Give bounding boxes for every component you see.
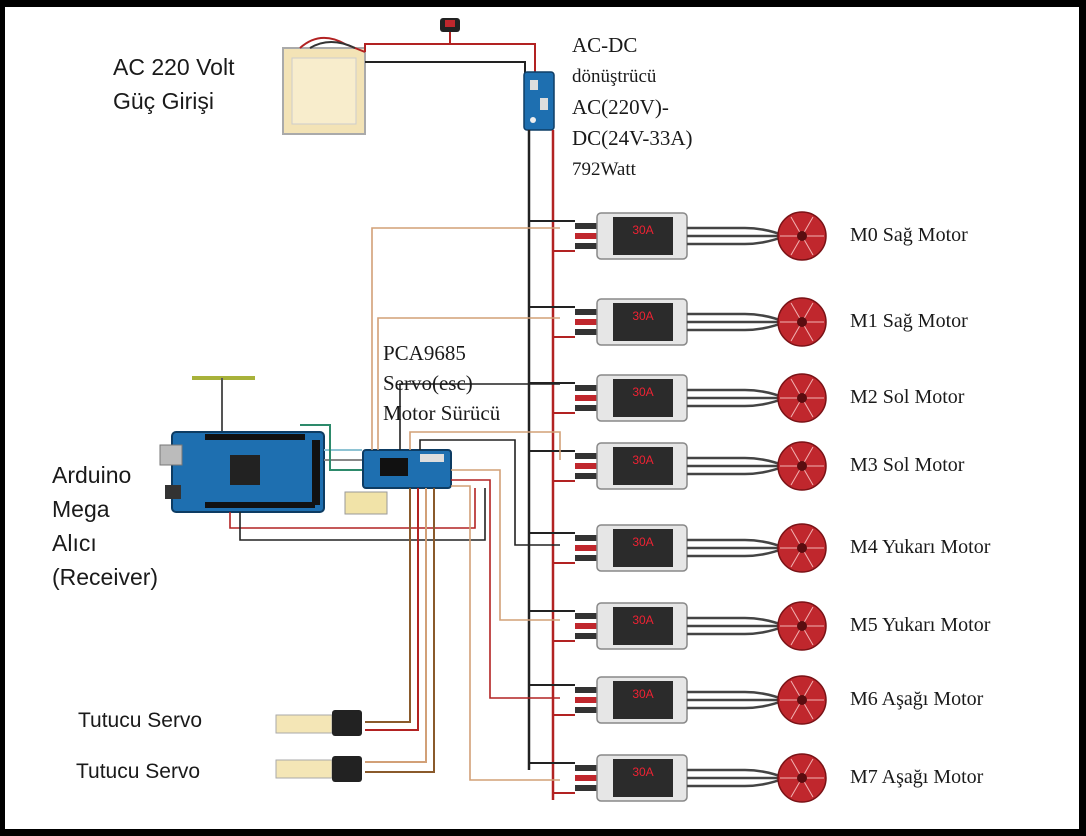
esc-label-panel-1 xyxy=(613,303,673,341)
controller-line-3: Alıcı xyxy=(52,530,97,556)
esc-motor-row-5: 30A xyxy=(529,601,827,651)
esc-motor-row-7: 30A xyxy=(529,753,827,803)
ac-dc-converter xyxy=(523,71,555,131)
servo-label-1: Tutucu Servo xyxy=(78,709,203,732)
power-input-label: AC 220 Volt Güç Girişi xyxy=(113,50,234,118)
esc-rating-4: 30A xyxy=(632,535,653,549)
motor-label-3: M3 Sol Motor xyxy=(850,454,965,476)
servo-1 xyxy=(275,710,362,736)
esc-motor-row-3: 30A xyxy=(529,441,827,491)
controller-line-2: Mega xyxy=(52,496,110,522)
esc-motor-row-6: 30A xyxy=(529,675,827,725)
esc-group: 30A 30A 30A 30A 30A 30A 30A 30A xyxy=(529,211,827,803)
converter-line-3: AC(220V)- xyxy=(572,95,669,119)
converter-line-1: AC-DC xyxy=(572,33,638,57)
controller-label: Arduino Mega Alıcı (Receiver) xyxy=(52,458,158,594)
esc-motor-row-0: 30A xyxy=(529,211,827,261)
esc-rating-6: 30A xyxy=(632,687,653,701)
esc-label-panel-4 xyxy=(613,529,673,567)
driver-line-1: PCA9685 xyxy=(383,341,466,365)
power-input-line-1: AC 220 Volt xyxy=(113,54,235,80)
motor-label-7: M7 Aşağı Motor xyxy=(850,766,984,788)
esc-rating-5: 30A xyxy=(632,613,653,627)
esc-rating-0: 30A xyxy=(632,223,653,237)
esc-label-panel-2 xyxy=(613,379,673,417)
converter-line-2: dönüştrücü xyxy=(572,66,657,87)
servo-2 xyxy=(275,756,362,782)
power-input-module xyxy=(282,37,366,135)
driver-label: PCA9685 Servo(esc) Motor Sürücü xyxy=(383,338,500,428)
esc-rating-2: 30A xyxy=(632,385,653,399)
esc-rating-1: 30A xyxy=(632,309,653,323)
motor-label-4: M4 Yukarı Motor xyxy=(850,536,991,558)
esc-rating-7: 30A xyxy=(632,765,653,779)
pca9685-board xyxy=(344,449,452,515)
servo-label-2: Tutucu Servo xyxy=(76,760,201,783)
esc-motor-row-4: 30A xyxy=(529,523,827,573)
esc-label-panel-3 xyxy=(613,447,673,485)
converter-label: AC-DC dönüştrücü AC(220V)- DC(24V-33A) 7… xyxy=(572,30,693,185)
esc-rating-3: 30A xyxy=(632,453,653,467)
controller-line-1: Arduino xyxy=(52,462,132,488)
controller-line-4: (Receiver) xyxy=(52,564,159,590)
esc-label-panel-6 xyxy=(613,681,673,719)
esc-label-panel-0 xyxy=(613,217,673,255)
arduino-mega-board xyxy=(159,376,325,513)
power-input-line-2: Güç Girişi xyxy=(113,88,214,114)
motor-label-1: M1 Sağ Motor xyxy=(850,310,968,332)
esc-label-panel-7 xyxy=(613,759,673,797)
esc-motor-row-2: 30A xyxy=(529,373,827,423)
converter-line-5: 792Watt xyxy=(572,159,636,180)
converter-line-4: DC(24V-33A) xyxy=(572,126,693,150)
motor-label-0: M0 Sağ Motor xyxy=(850,224,968,246)
esc-label-panel-5 xyxy=(613,607,673,645)
esc-motor-row-1: 30A xyxy=(529,297,827,347)
driver-line-2: Servo(esc) xyxy=(383,371,473,395)
motor-label-2: M2 Sol Motor xyxy=(850,386,965,408)
power-switch xyxy=(440,18,460,32)
motor-label-5: M5 Yukarı Motor xyxy=(850,614,991,636)
motor-label-6: M6 Aşağı Motor xyxy=(850,688,984,710)
driver-line-3: Motor Sürücü xyxy=(383,401,501,425)
